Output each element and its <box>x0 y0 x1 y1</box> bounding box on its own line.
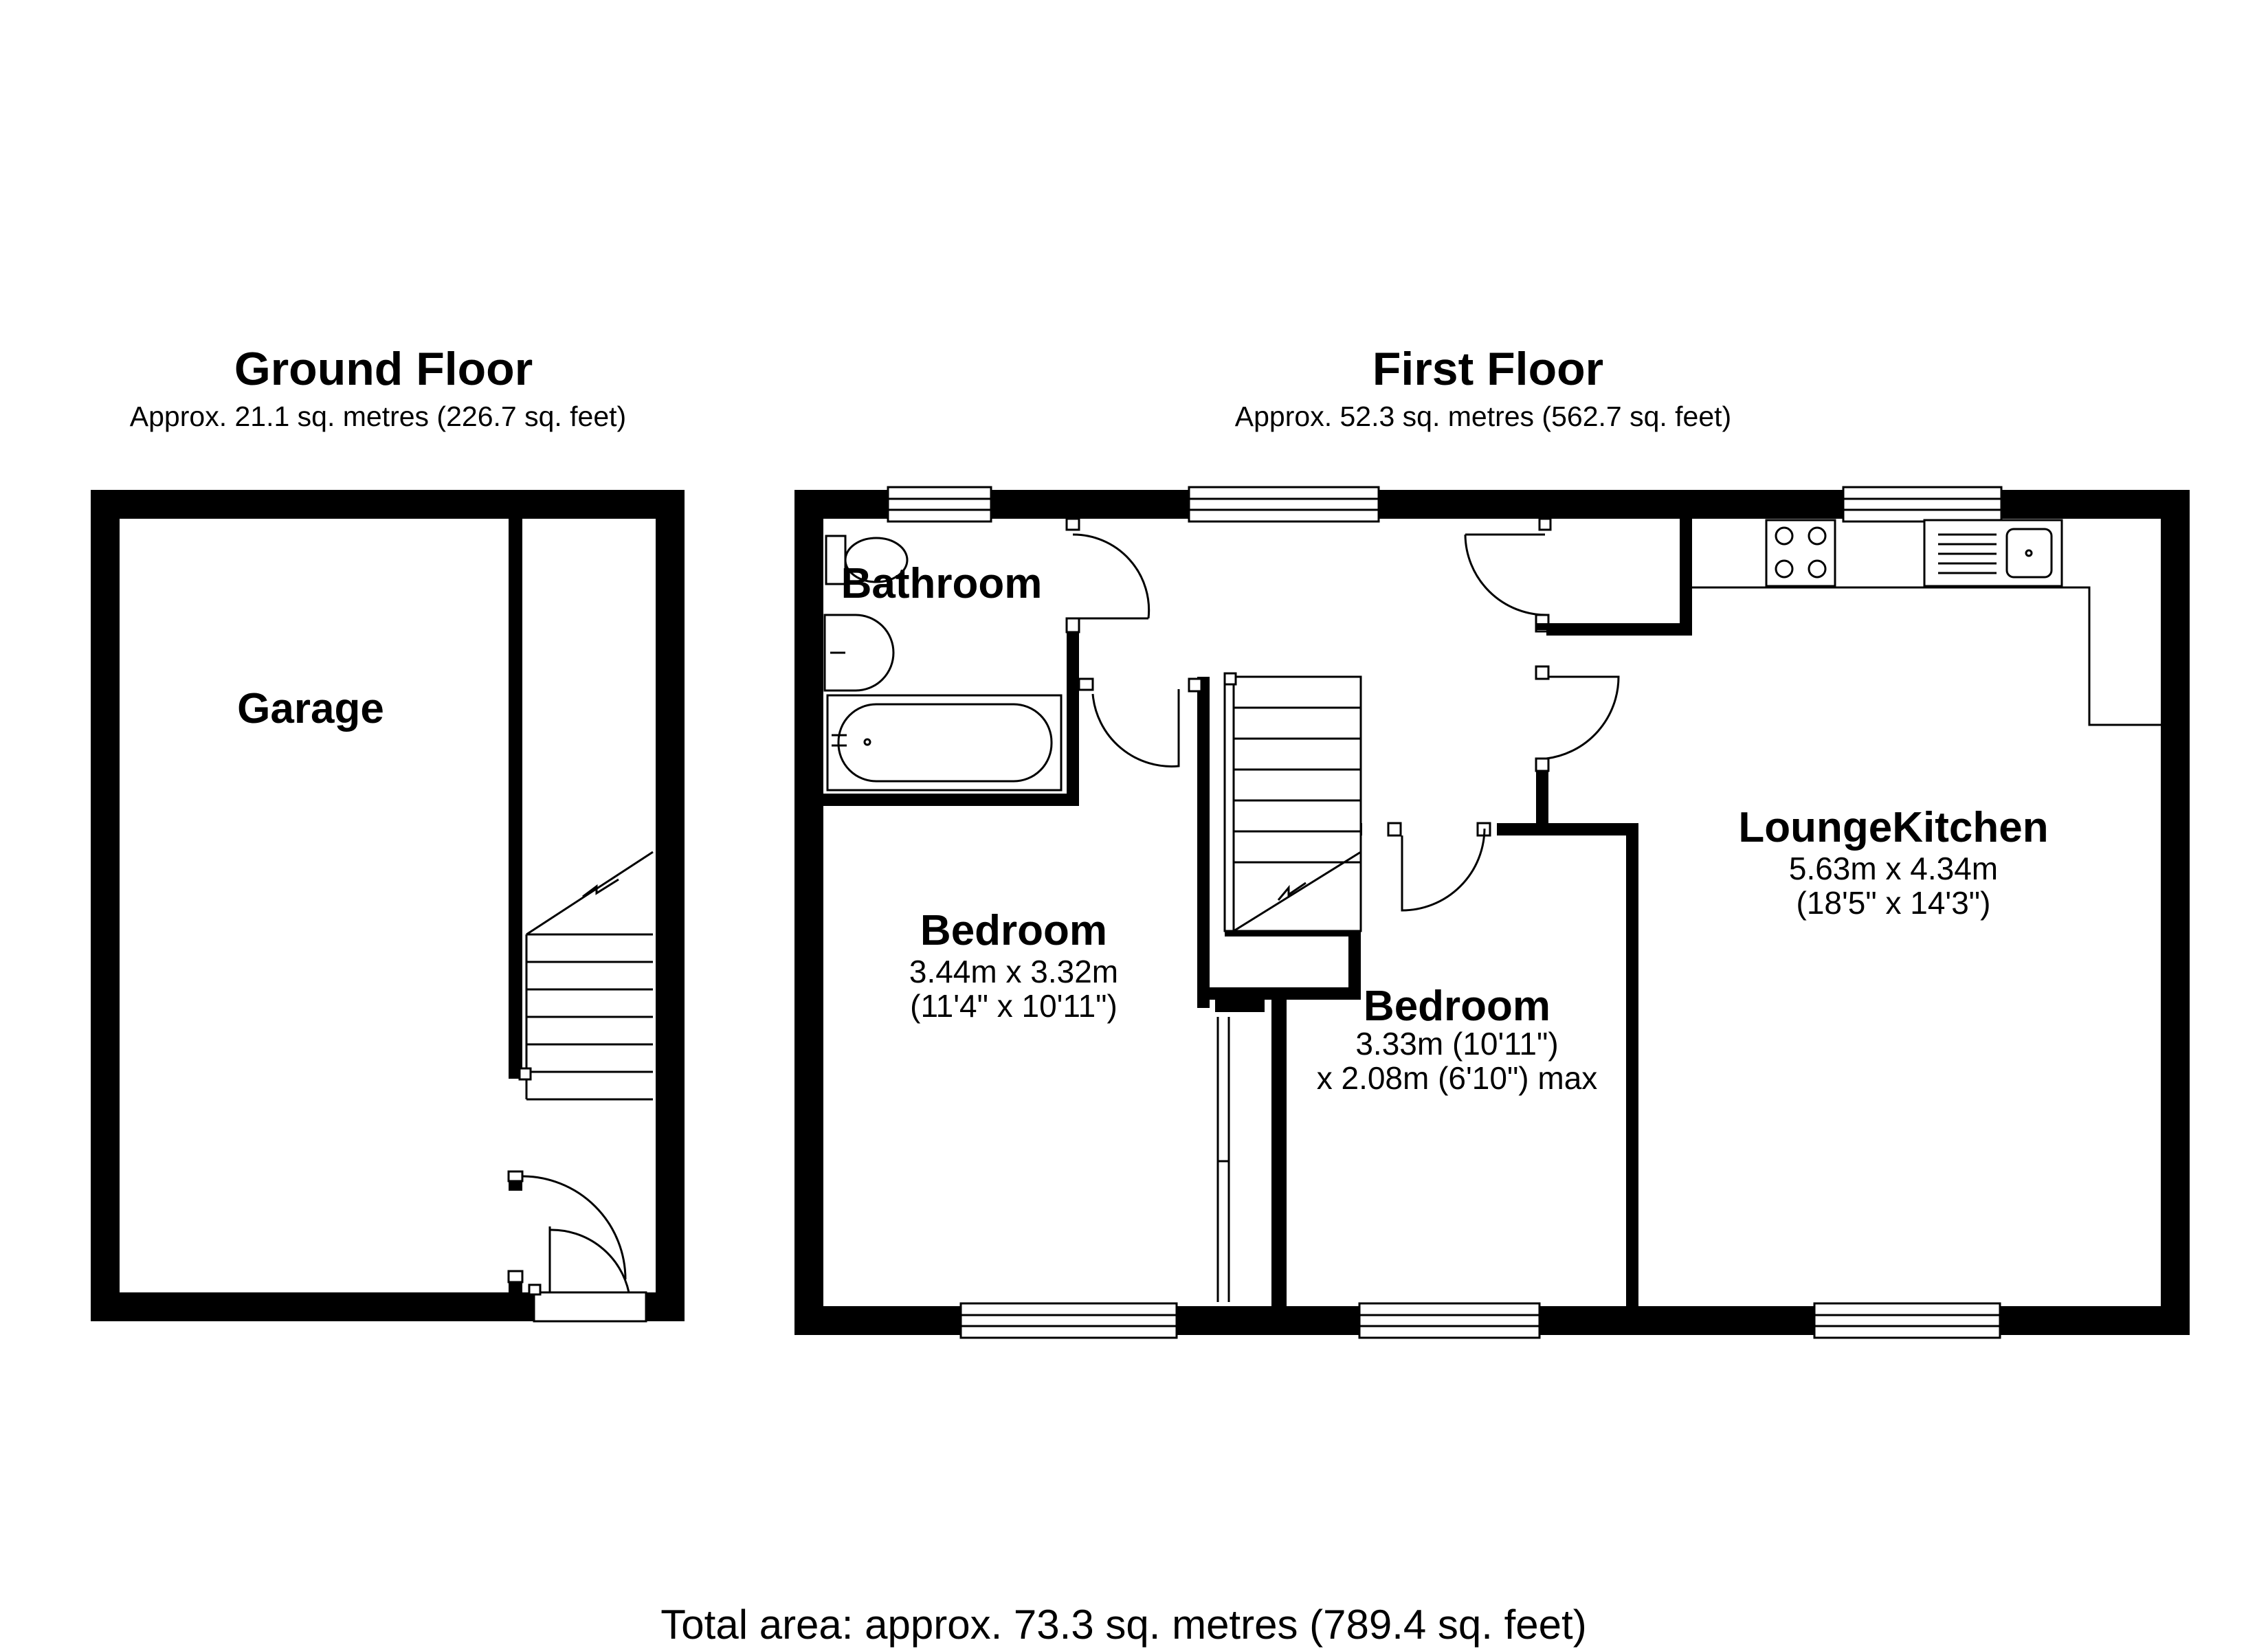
door-swing-icon <box>1535 665 1620 772</box>
window-icon <box>887 486 992 523</box>
wardrobe-icon <box>1216 1017 1230 1302</box>
door-swing-icon <box>1387 822 1491 912</box>
bath-icon <box>826 694 1063 792</box>
toilet-icon <box>825 535 909 585</box>
room-label-bedroom-1: Bedroom <box>920 907 1107 954</box>
room-dim-loungekitchen-metric: 5.63m x 4.34m <box>1789 851 1998 886</box>
window-icon <box>959 1302 1178 1339</box>
first-floor-title: First Floor <box>1372 343 1603 395</box>
first-floor: First Floor Approx. 52.3 sq. metres (562… <box>794 343 2190 1339</box>
room-dim-bedroom-2-line2: x 2.08m (6'10") max <box>1317 1060 1598 1096</box>
door-swing-icon <box>1078 677 1203 767</box>
staircase-icon <box>518 851 654 1101</box>
staircase-icon <box>1223 672 1362 936</box>
basin-icon <box>823 614 895 692</box>
door-swing-icon <box>507 1170 627 1283</box>
door-swing-icon <box>1065 517 1150 633</box>
room-dim-bedroom-1-metric: 3.44m x 3.32m <box>909 954 1118 989</box>
room-dim-bedroom-1-imperial: (11'4" x 10'11") <box>910 988 1118 1024</box>
window-icon <box>1842 486 2003 523</box>
door-swing-icon <box>1464 517 1552 633</box>
room-label-garage: Garage <box>237 685 384 732</box>
ground-floor-title: Ground Floor <box>234 343 533 395</box>
window-icon <box>1813 1302 2001 1339</box>
window-icon <box>1188 486 1380 523</box>
door-swing-icon <box>528 1226 647 1323</box>
total-area: Total area: approx. 73.3 sq. metres (789… <box>660 1602 1586 1648</box>
ground-floor-area: Approx. 21.1 sq. metres (226.7 sq. feet) <box>130 401 626 432</box>
hob-icon <box>1765 519 1836 587</box>
room-label-bathroom: Bathroom <box>841 560 1043 607</box>
room-label-loungekitchen: LoungeKitchen <box>1738 804 2048 851</box>
ground-floor: Ground Floor Approx. 21.1 sq. metres (22… <box>91 343 685 1323</box>
room-label-bedroom-2: Bedroom <box>1364 983 1550 1030</box>
window-icon <box>1358 1302 1541 1339</box>
first-floor-area: Approx. 52.3 sq. metres (562.7 sq. feet) <box>1235 401 1731 432</box>
room-dim-loungekitchen-imperial: (18'5" x 14'3") <box>1797 885 1991 921</box>
room-dim-bedroom-2-line1: 3.33m (10'11") <box>1355 1026 1558 1062</box>
sink-icon <box>1923 519 2063 587</box>
